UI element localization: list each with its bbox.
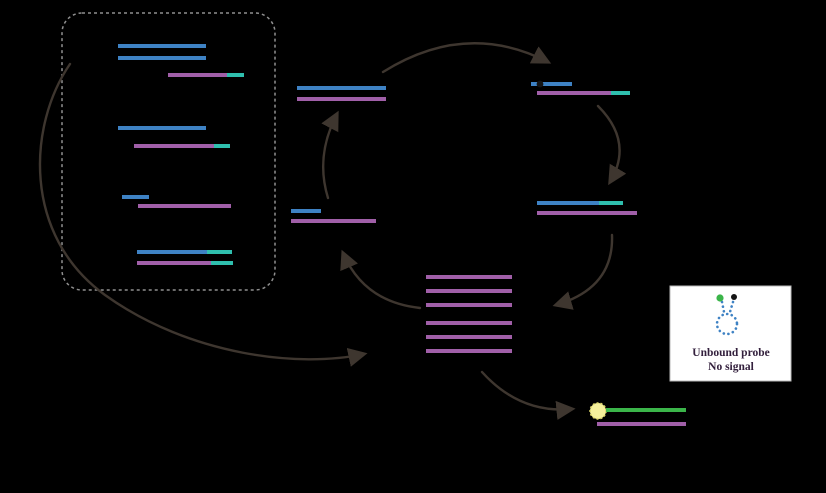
strand-group-2 — [118, 126, 230, 148]
quencher-dot-icon — [731, 294, 737, 300]
arrow-stack-to-left-pair — [340, 249, 422, 310]
legend-panel: Unbound probe No signal — [669, 285, 792, 382]
arrow-right-lower — [552, 233, 614, 310]
strand-group-4 — [137, 250, 233, 265]
legend-line1: Unbound probe — [692, 347, 769, 359]
beacon-stem-right — [728, 300, 735, 314]
arrow-outer-loop — [38, 62, 368, 367]
duplex-strand-left — [297, 86, 386, 101]
quencher-dot-icon — [536, 80, 544, 88]
amplicon-stack — [426, 275, 512, 353]
fluorophore-dot-icon — [716, 294, 724, 302]
strand-group-3 — [122, 195, 231, 208]
legend-panel-box — [669, 285, 792, 382]
arrow-left-inner — [321, 110, 339, 200]
bound-probe-signal — [589, 402, 686, 426]
arrow-stack-to-probe — [480, 370, 576, 421]
legend-line2: No signal — [708, 361, 754, 373]
extension-duplex-right — [537, 201, 637, 215]
cycle-arrows — [38, 42, 627, 421]
template-pool-box — [61, 12, 276, 291]
strand-group-1 — [118, 44, 244, 77]
arrow-right-upper — [596, 104, 627, 186]
beacon-loop — [715, 312, 739, 336]
primer-annealing-pair — [291, 209, 376, 223]
top-right-strand — [531, 80, 630, 95]
arrow-top-arc — [381, 42, 552, 74]
fluorophore-glow-icon — [589, 402, 607, 420]
molecular-beacon-icon — [715, 294, 739, 336]
dashed-border — [61, 12, 276, 291]
beacon-stem-left — [720, 300, 726, 314]
